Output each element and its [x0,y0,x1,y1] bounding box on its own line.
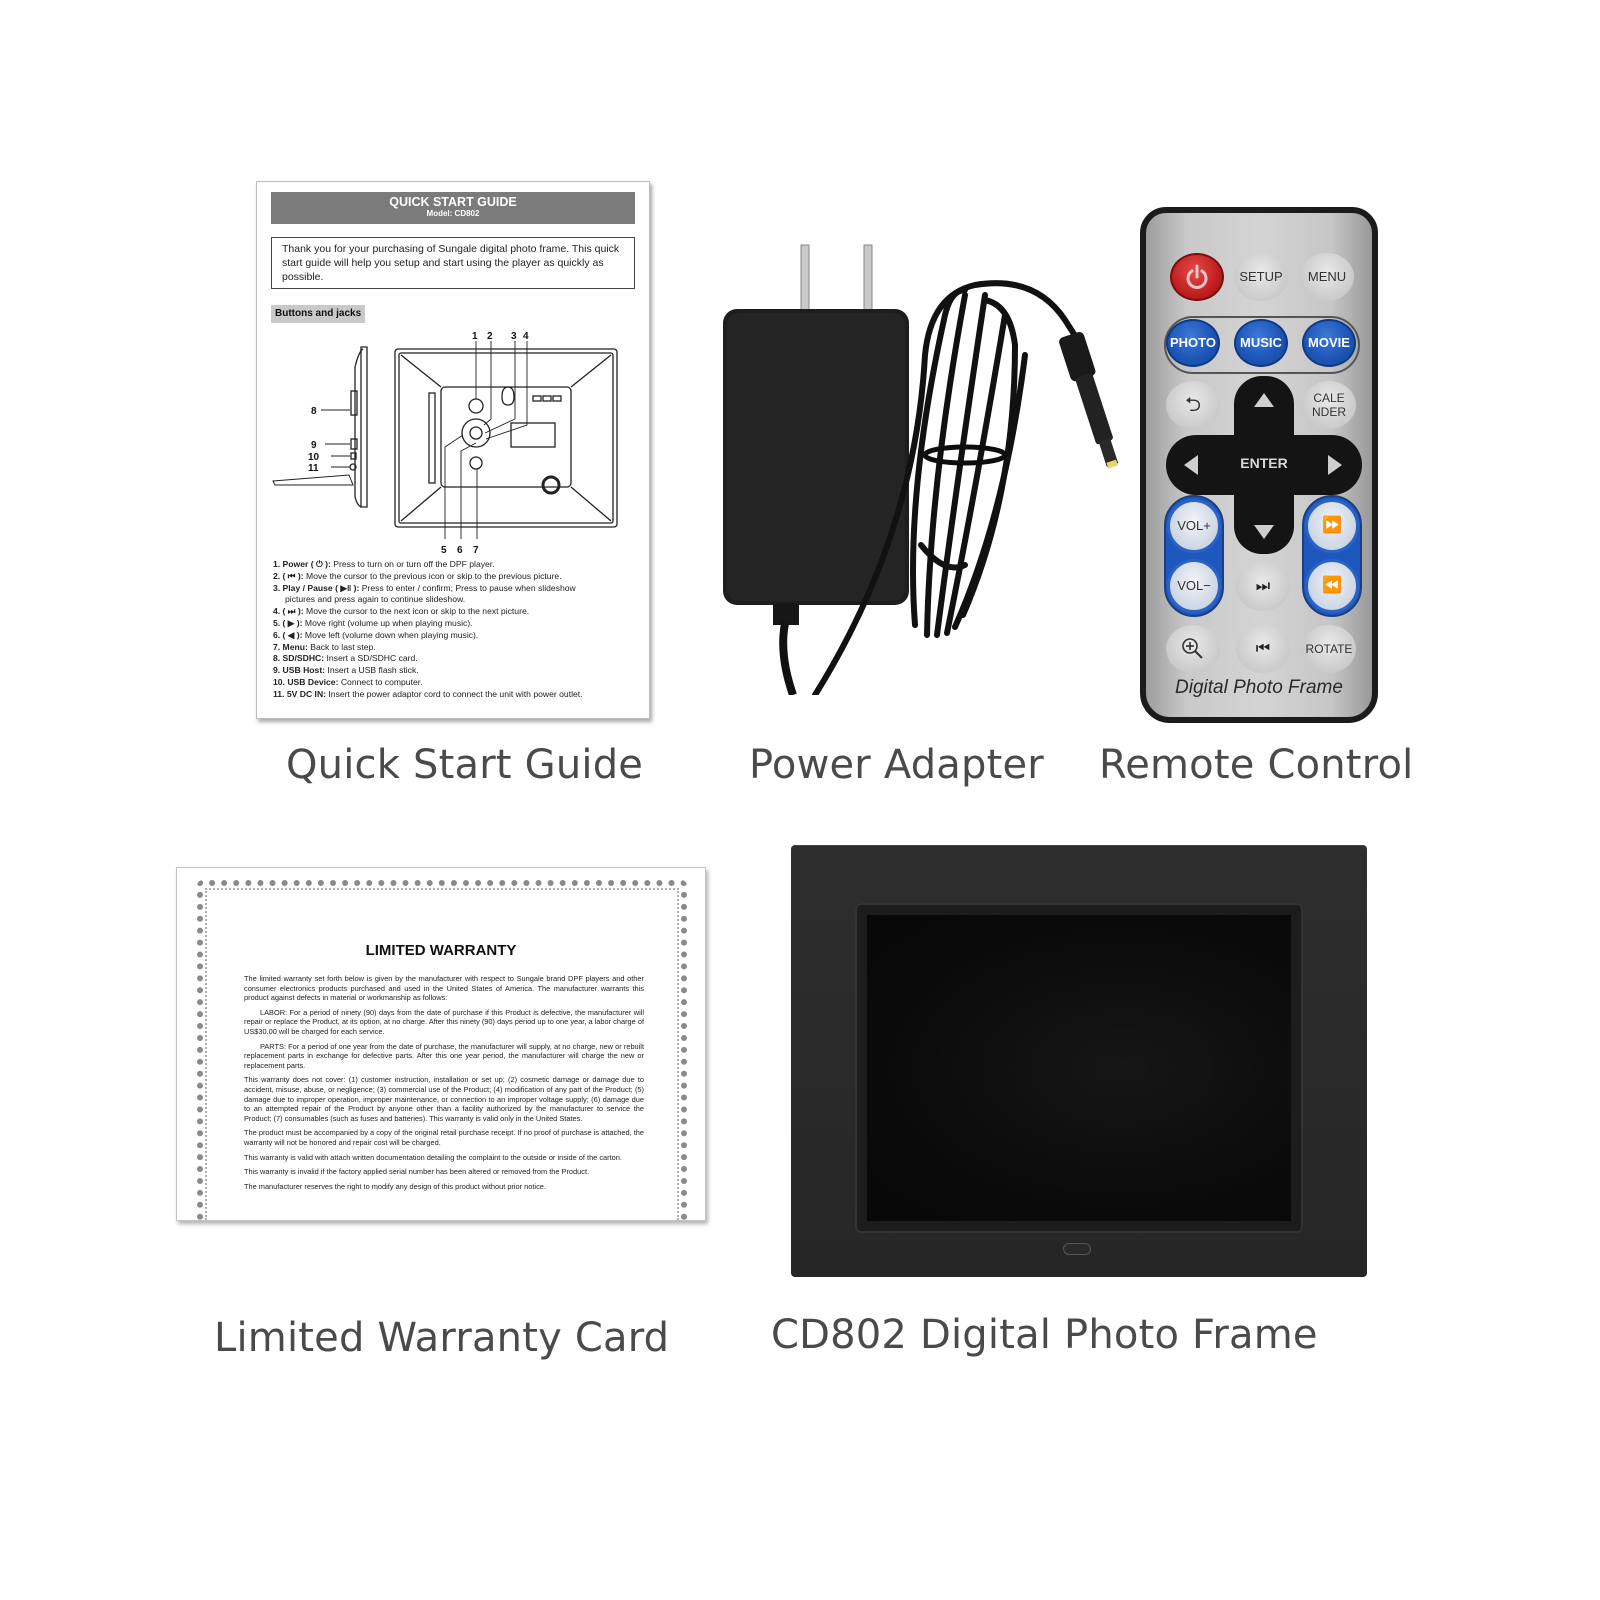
diagram-label-10: 10 [308,452,320,463]
ornamental-border [197,880,687,1220]
limited-warranty-card: LIMITED WARRANTY The limited warranty se… [176,867,706,1221]
remote-setup-button[interactable]: SETUP [1234,253,1288,301]
frame-sensor-button [1063,1243,1091,1255]
power-adapter-icon [723,244,1119,698]
remote-brand-label: Digital Photo Frame [1175,677,1343,698]
list-item: 1. Power ( ⏻ ): Press to turn on or turn… [273,559,495,569]
remote-fast-forward-button[interactable]: ⏩ [1305,499,1359,553]
dpad-left-icon[interactable] [1184,455,1198,475]
remote-vol-up-button[interactable]: VOL+ [1167,499,1221,553]
digital-photo-frame [791,845,1367,1277]
list-item: 10. USB Device: Connect to computer. [273,676,423,687]
warranty-paragraph: The product must be accompanied by a cop… [244,1128,644,1147]
diagram-label-1: 1 [472,331,478,342]
diagram-label-11: 11 [308,463,319,474]
zoom-in-icon [1182,638,1203,659]
quick-start-guide-sheet: QUICK START GUIDE Model: CD802 Thank you… [256,181,650,719]
frame-bezel [855,903,1303,1233]
list-item: 9. USB Host: Insert a USB flash stick. [273,665,419,676]
remote-rewind-button[interactable]: ⏪ [1305,559,1359,613]
warranty-paragraph: PARTS: For a period of one year from the… [244,1041,644,1070]
warranty-body: The limited warranty set forth below is … [244,974,644,1196]
list-item: 7. Menu: Back to last step. [273,641,376,652]
remote-back-button[interactable]: ⮌ [1166,381,1220,429]
dpad-right-icon[interactable] [1328,455,1342,475]
qsg-header: QUICK START GUIDE Model: CD802 [271,192,635,224]
qsg-model: Model: CD802 [426,209,480,218]
diagram-label-7: 7 [473,545,479,556]
list-item: 6. ( ◀ ): Move left (volume down when pl… [273,629,479,640]
caption-limited-warranty-card: Limited Warranty Card [214,1315,670,1361]
return-icon: ⮌ [1184,394,1202,416]
diagram-label-6: 6 [457,545,463,556]
remote-enter-button[interactable]: ENTER [1240,455,1288,471]
list-item: 2. ( ⏮ ): Move the cursor to the previou… [273,570,562,581]
caption-remote-control: Remote Control [1099,742,1414,788]
diagram-label-5: 5 [441,545,447,556]
remote-movie-button[interactable]: MOVIE [1302,319,1356,367]
remote-calendar-button[interactable]: CALE NDER [1302,381,1356,429]
caption-quick-start-guide: Quick Start Guide [286,742,644,788]
warranty-paragraph: The limited warranty set forth below is … [244,974,644,1003]
diagram-label-9: 9 [311,440,317,451]
ornamental-border-inner [205,888,679,1220]
dpad-up-icon[interactable] [1254,393,1274,407]
power-adapter-image [715,235,1125,698]
list-item: 5. ( ▶ ): Move right (volume up when pla… [273,617,473,628]
caption-power-adapter: Power Adapter [749,742,1044,788]
remote-music-button[interactable]: MUSIC [1234,319,1288,367]
caption-photo-frame: CD802 Digital Photo Frame [771,1312,1318,1358]
qsg-intro: Thank you for your purchasing of Sungale… [271,237,635,289]
remote-control: SETUP MENU PHOTO MUSIC MOVIE ⮌ CALE NDER… [1140,207,1378,723]
list-item: 8. SD/SDHC: Insert a SD/SDHC card. [273,653,418,664]
power-icon [1186,264,1208,289]
warranty-paragraph: This warranty does not cover: (1) custom… [244,1075,644,1123]
remote-previous-button[interactable]: ⏮ [1236,625,1290,673]
qsg-item-list: 1. Power ( ⏻ ): Press to turn on or turn… [271,559,635,701]
remote-zoom-button[interactable] [1166,625,1220,673]
diagram-label-2: 2 [487,331,493,342]
warranty-paragraph: The manufacturer reserves the right to m… [244,1181,546,1191]
media-button-band [1164,316,1360,374]
list-item: pictures and press again to continue sli… [285,594,466,605]
buttons-jacks-diagram: 1 2 3 4 5 6 7 8 9 10 11 [271,327,637,559]
warranty-paragraph: LABOR: For a period of ninety (90) days … [244,1007,644,1036]
qsg-title: QUICK START GUIDE [389,195,517,209]
qsg-section-title: Buttons and jacks [271,305,366,323]
diagram-label-3: 3 [511,331,517,342]
warranty-paragraph: This warranty is valid with attach writt… [244,1152,622,1162]
remote-menu-button[interactable]: MENU [1300,253,1354,301]
dpad-down-icon[interactable] [1254,525,1274,539]
warranty-title: LIMITED WARRANTY [365,942,517,959]
remote-photo-button[interactable]: PHOTO [1166,319,1220,367]
frame-back-diagram-icon: 1 2 3 4 5 6 7 8 9 10 11 [272,331,618,556]
frame-screen [867,915,1291,1221]
list-item: 4. ( ⏭ ): Move the cursor to the next ic… [273,606,530,617]
list-item: 11. 5V DC IN: Insert the power adaptor c… [273,688,583,699]
list-item: 3. Play / Pause ( ▶‖ ): Press to enter /… [273,582,576,593]
diagram-label-4: 4 [523,331,529,342]
diagram-label-8: 8 [311,406,317,417]
remote-vol-down-button[interactable]: VOL− [1167,559,1221,613]
remote-rotate-button[interactable]: ROTATE [1302,625,1356,673]
remote-power-button[interactable] [1170,253,1224,301]
warranty-paragraph: This warranty is invalid if the factory … [244,1167,590,1177]
remote-next-button[interactable]: ⏭ [1236,563,1290,611]
